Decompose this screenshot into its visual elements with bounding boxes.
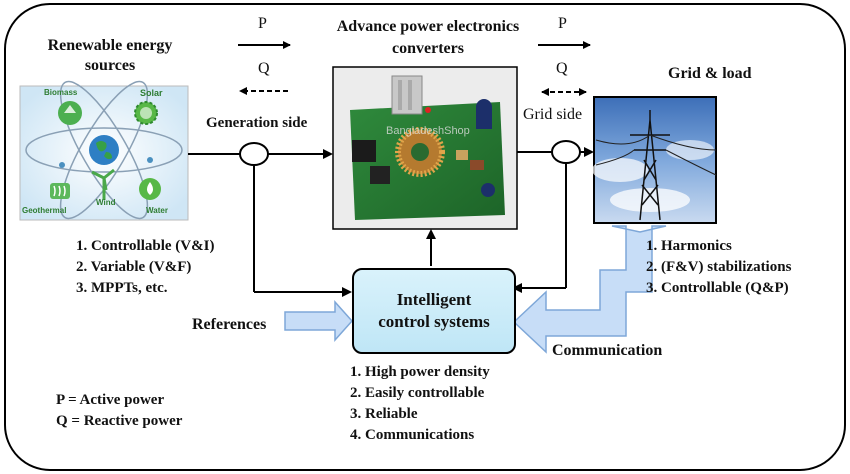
grid-list-item: 1. Harmonics xyxy=(646,238,732,254)
converters-title-2: converters xyxy=(392,40,464,57)
grid-load-title: Grid & load xyxy=(668,65,752,82)
board-watermark: BangladeshShop xyxy=(386,125,470,137)
generation-list-item: 2. Variable (V&F) xyxy=(76,259,192,275)
references-arrow xyxy=(284,300,354,342)
legend: P = Active power Q = Reactive power xyxy=(56,390,182,432)
converter-list-item: 3. Reliable xyxy=(350,406,418,422)
converter-list-item: 4. Communications xyxy=(350,427,475,443)
geothermal-caption: Geothermal xyxy=(22,206,67,215)
biomass-caption: Biomass xyxy=(44,88,78,97)
converter-list-item: 1. High power density xyxy=(350,364,490,380)
communication-arrow xyxy=(512,225,667,354)
q-label-right: Q xyxy=(556,60,568,77)
communication-label: Communication xyxy=(552,342,663,359)
grid-sensor xyxy=(551,140,581,164)
converter-list-item: 2. Easily controllable xyxy=(350,385,485,401)
water-caption: Water xyxy=(146,206,168,215)
grid-side-label: Grid side xyxy=(523,106,583,123)
outer-frame xyxy=(4,3,846,471)
grid-load-image xyxy=(592,96,717,224)
p-label-left: P xyxy=(258,15,267,32)
grid-list-item: 2. (F&V) stabilizations xyxy=(646,259,792,275)
renewable-title-1: Renewable energy xyxy=(47,37,173,54)
grid-list: 1. Harmonics 2. (F&V) stabilizations 3. … xyxy=(646,236,791,299)
converter-board-image: BangladeshShop xyxy=(332,66,518,230)
intelligent-control-box: Intelligent control systems xyxy=(352,268,516,354)
solar-caption: Solar xyxy=(140,88,163,98)
generation-list: 1. Controllable (V&I) 2. Variable (V&F) … xyxy=(76,236,214,299)
control-title-1: Intelligent xyxy=(396,290,472,309)
legend-p: P = Active power xyxy=(56,392,165,408)
renewable-title-2: sources xyxy=(84,57,136,74)
grid-list-item: 3. Controllable (Q&P) xyxy=(646,280,789,296)
renewable-sources-image xyxy=(19,80,189,221)
p-label-right: P xyxy=(558,15,567,32)
generation-side-label: Generation side xyxy=(206,115,308,131)
generation-list-item: 1. Controllable (V&I) xyxy=(76,238,215,254)
q-label-left: Q xyxy=(258,60,270,77)
generation-list-item: 3. MPPTs, etc. xyxy=(76,280,168,296)
wind-caption: Wind xyxy=(96,198,116,207)
gen-sensor xyxy=(239,142,269,166)
converter-list: 1. High power density 2. Easily controll… xyxy=(350,362,490,446)
converters-title-1: Advance power electronics xyxy=(336,18,520,35)
wind-icon xyxy=(91,168,115,200)
control-title-2: control systems xyxy=(378,312,490,331)
references-label: References xyxy=(192,316,267,333)
legend-q: Q = Reactive power xyxy=(56,413,183,429)
